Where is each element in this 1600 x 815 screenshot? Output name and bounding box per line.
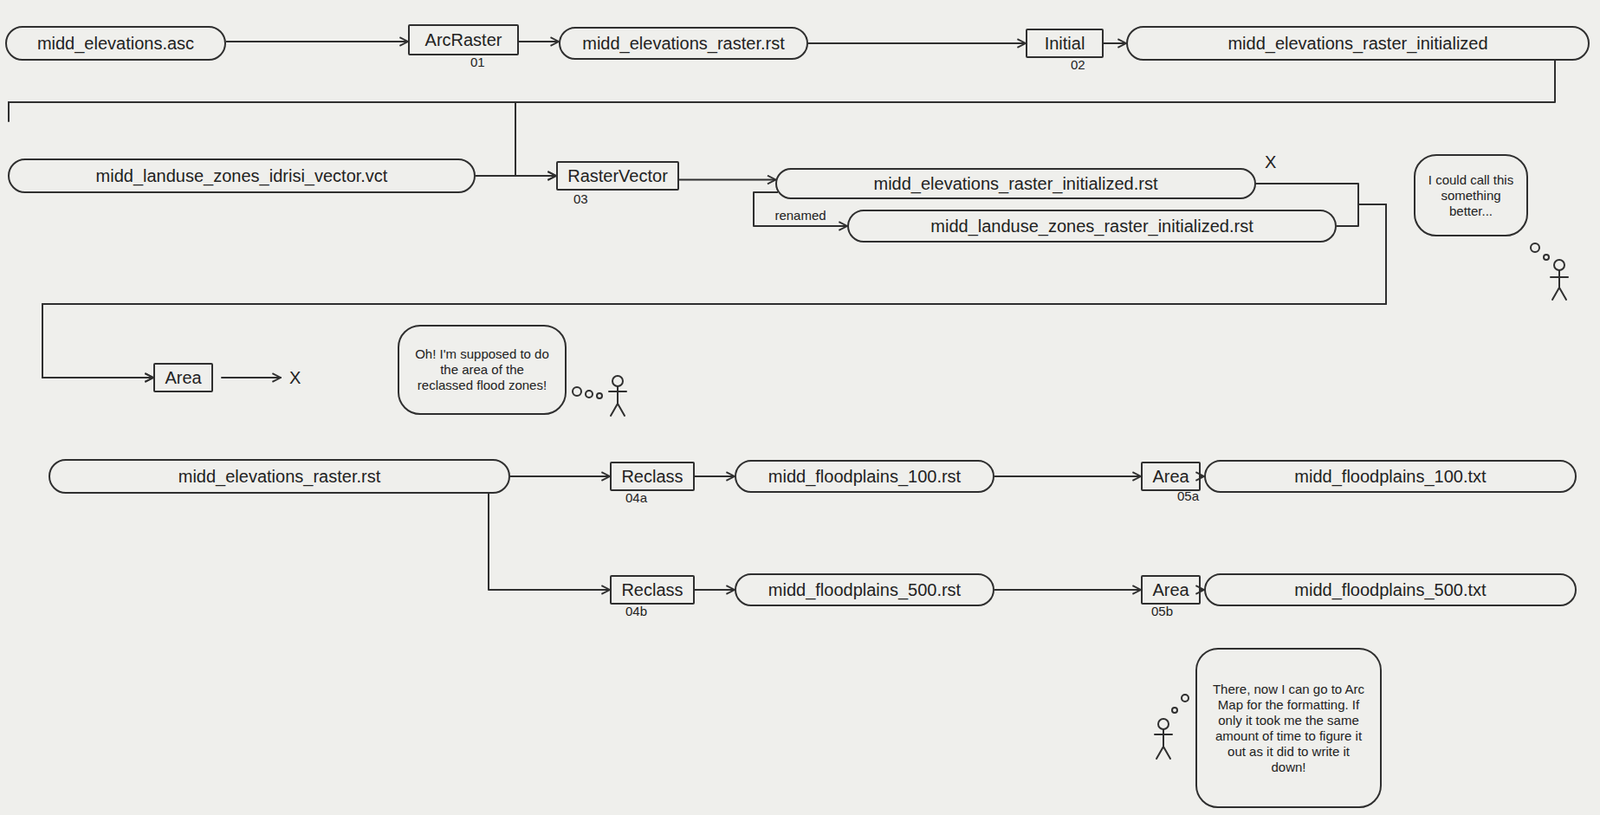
step-number: 04a	[625, 491, 648, 506]
node-text: midd_elevations_raster.rst	[178, 466, 381, 487]
process-box: Area	[153, 362, 214, 393]
file-ellipse: midd_elevations_raster_initialized.rst	[775, 168, 1257, 200]
file-ellipse: midd_landuse_zones_idrisi_vector.vct	[7, 158, 476, 194]
step-number: 02	[1070, 58, 1086, 73]
return-line	[8, 102, 516, 122]
flow-arrow	[994, 589, 1141, 591]
process-box: Area05a	[1140, 461, 1201, 492]
thought-cloud: Oh! I'm supposed to do the area of the r…	[397, 324, 567, 415]
thought-cloud: I could call this something better...	[1413, 154, 1529, 237]
file-ellipse: midd_landuse_zones_raster_initialized.rs…	[847, 209, 1337, 243]
flow-arrow	[679, 179, 777, 182]
node-text: Oh! I'm supposed to do the area of the r…	[411, 346, 553, 394]
node-text: There, now I can go to Arc Map for the f…	[1209, 681, 1368, 776]
process-box: Area05b	[1140, 575, 1201, 605]
node-text: Area	[164, 368, 201, 389]
cross-mark: X	[289, 368, 301, 388]
file-ellipse: midd_elevations_raster.rst	[48, 459, 511, 494]
node-text: midd_landuse_zones_raster_initialized.rs…	[930, 216, 1253, 237]
thought-cloud: There, now I can go to Arc Map for the f…	[1195, 647, 1382, 809]
step-number: 01	[470, 55, 486, 71]
flow-arrow	[518, 40, 559, 43]
node-text: I could call this something better...	[1427, 172, 1515, 220]
flow-arrow	[994, 475, 1141, 478]
flow-arrow	[808, 42, 1026, 45]
node-text: midd_elevations_raster_initialized.rst	[874, 174, 1159, 195]
file-ellipse: midd_elevations.asc	[5, 25, 227, 61]
step-number: 03	[573, 192, 589, 208]
flow-arrow	[1103, 42, 1127, 45]
process-box: Reclass04b	[609, 575, 695, 605]
node-text: midd_elevations.asc	[37, 33, 195, 54]
stick-figure	[1550, 259, 1568, 300]
process-box: Reclass04a	[609, 461, 695, 492]
cross-mark: X	[1264, 152, 1277, 172]
thought-dots	[1172, 694, 1189, 713]
flow-arrow	[42, 183, 1387, 378]
file-ellipse: midd_elevations_raster.rst	[558, 26, 809, 60]
node-text: midd_floodplains_100.rst	[768, 466, 961, 487]
dead-end-arrow	[221, 376, 281, 379]
file-ellipse: midd_floodplains_100.rst	[734, 459, 995, 493]
process-box: Initial02	[1025, 28, 1104, 59]
node-text: midd_elevations_raster_initialized	[1227, 33, 1488, 54]
stick-figure	[1154, 719, 1173, 759]
process-box: ArcRaster01	[408, 24, 519, 56]
node-text: midd_elevations_raster.rst	[582, 33, 784, 54]
file-ellipse: midd_floodplains_500.rst	[734, 573, 995, 607]
node-text: midd_landuse_zones_idrisi_vector.vct	[96, 166, 389, 187]
node-text: Initial	[1044, 33, 1086, 54]
thought-dots	[1530, 243, 1549, 260]
process-box: RasterVector03	[556, 161, 680, 191]
flow-arrow	[515, 60, 1555, 176]
node-text: Reclass	[621, 580, 683, 601]
node-text: ArcRaster	[425, 30, 503, 51]
node-text: Area	[1152, 466, 1189, 487]
thought-dots	[572, 387, 603, 399]
edge-label: renamed	[772, 208, 828, 224]
node-text: midd_floodplains_100.txt	[1294, 466, 1486, 487]
step-number: 05b	[1151, 604, 1173, 620]
file-ellipse: midd_floodplains_100.txt	[1204, 459, 1577, 493]
flow-arrow	[488, 493, 610, 590]
flow-arrow	[42, 204, 1387, 378]
node-text: Reclass	[621, 466, 683, 487]
stick-figure	[608, 375, 627, 416]
flow-arrow	[694, 475, 735, 478]
flow-arrow	[510, 475, 610, 478]
flow-arrow	[475, 174, 557, 177]
file-ellipse: midd_elevations_raster_initialized	[1126, 25, 1590, 61]
node-text: midd_floodplains_500.rst	[768, 580, 961, 601]
flow-arrow	[226, 40, 409, 43]
flow-arrow	[753, 192, 848, 227]
flow-arrow	[694, 589, 735, 591]
step-number: 04b	[625, 604, 648, 620]
node-text: midd_floodplains_500.txt	[1294, 580, 1486, 601]
step-number: 05a	[1177, 489, 1199, 505]
node-text: Area	[1152, 580, 1189, 601]
file-ellipse: midd_floodplains_500.txt	[1204, 573, 1577, 607]
node-text: RasterVector	[567, 166, 668, 187]
